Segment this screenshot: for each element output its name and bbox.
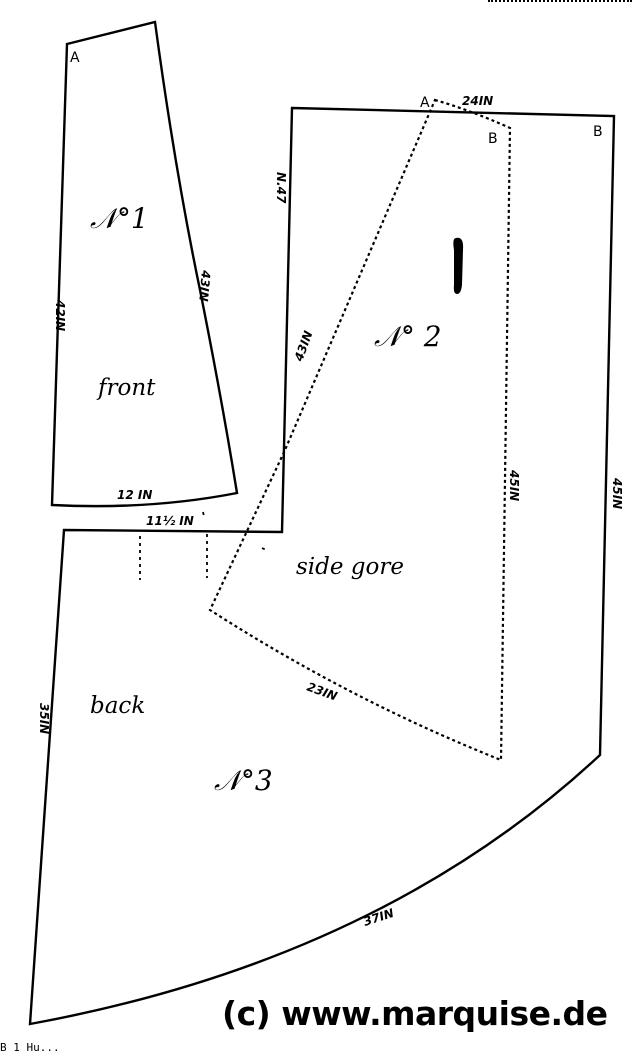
- piece-3-side-measure: 45IN: [610, 477, 624, 509]
- piece-1-side-measure: 42IN: [53, 299, 67, 331]
- piece-2-side-measure: 45IN: [507, 469, 521, 501]
- ink-blot-icon: [453, 237, 464, 294]
- piece-3-outline: [28, 106, 616, 1026]
- piece-2-top-measure: 24IN: [462, 94, 493, 108]
- piece-2-corner-a: A: [420, 95, 430, 111]
- piece-2-corner-b: B: [488, 131, 498, 147]
- piece-1-slant-measure: 43IN: [196, 269, 213, 302]
- piece-1-outline: [50, 20, 239, 508]
- piece-3-left-measure: 35IN: [37, 703, 51, 734]
- piece-1-corner-a: A: [70, 50, 80, 66]
- copyright-watermark: (c) www.marquise.de: [222, 994, 608, 1033]
- piece-3-bottom-measure: 37IN: [362, 906, 396, 929]
- piece-2-slant-measure: 43IN: [291, 329, 315, 364]
- top-edge-dots: [488, 0, 632, 2]
- piece-3-top-measure: 11½ IN: [146, 514, 194, 528]
- piece-2-outline: [208, 98, 512, 762]
- piece-1-bottom-measure: 12 IN: [117, 488, 152, 502]
- piece-3-number: 𝒩°3: [214, 764, 273, 797]
- piece-1-name: front: [96, 375, 156, 401]
- piece-3-corner-b: B: [593, 124, 603, 140]
- piece-2-number: 𝒩° 2: [374, 320, 442, 353]
- piece-3-name: back: [90, 693, 145, 719]
- piece-2-name: side gore: [296, 554, 404, 580]
- guide-mark-4: [202, 511, 205, 517]
- page-caption: B 1 Hu...: [0, 1041, 60, 1054]
- piece-3-upper-measure: N.47: [274, 172, 288, 204]
- piece-1-number: 𝒩°1: [90, 202, 149, 235]
- guide-mark-3: [261, 547, 267, 551]
